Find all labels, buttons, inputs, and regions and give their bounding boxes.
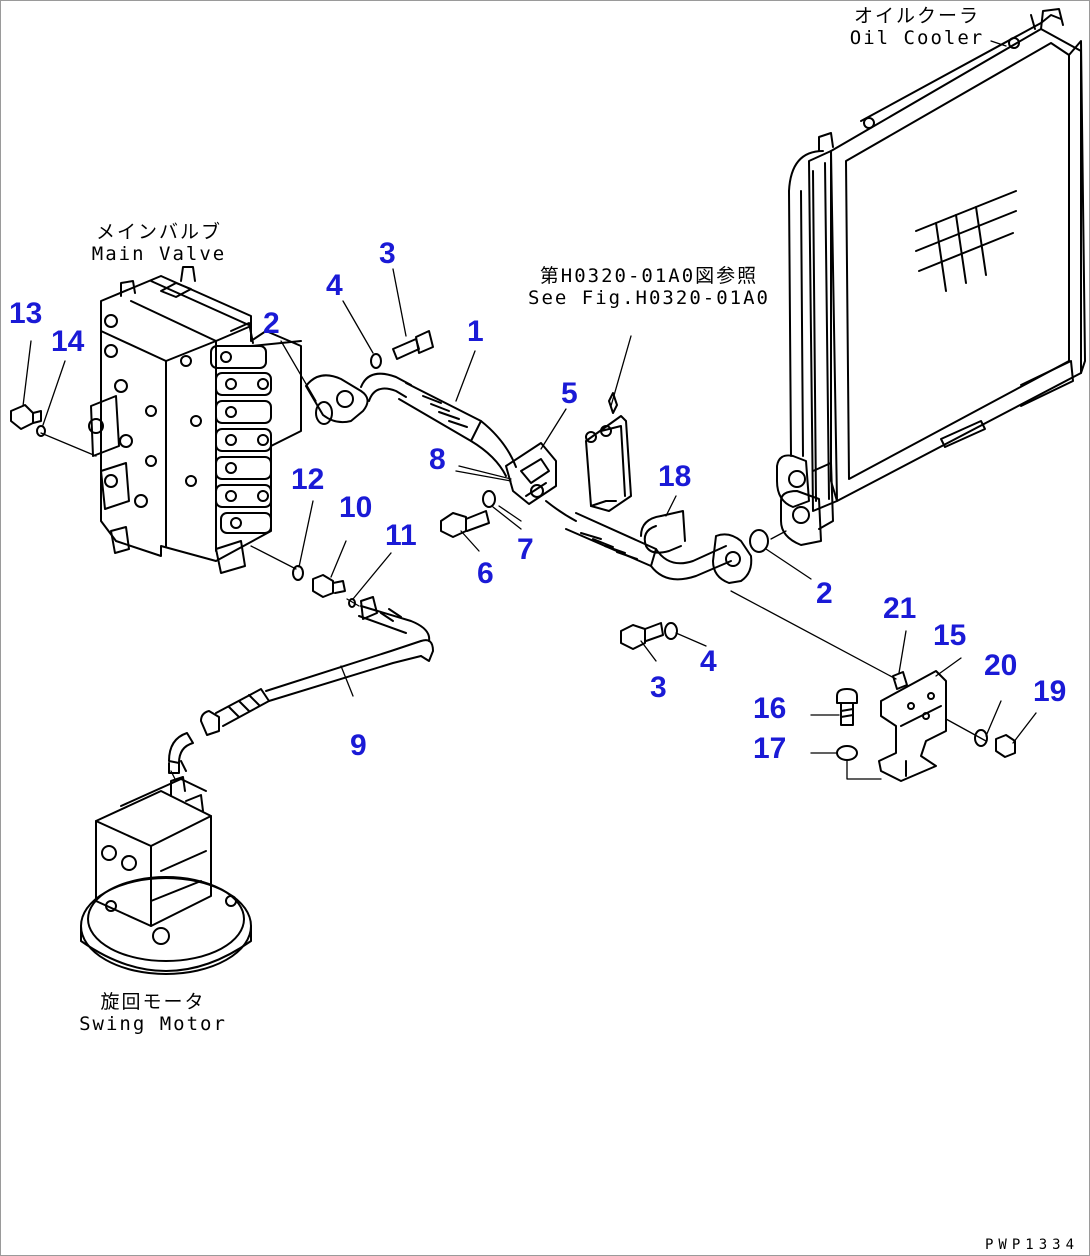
small-parts-drawing <box>10 330 1016 782</box>
callout-17: 17 <box>753 732 787 765</box>
reference-label: 第H0320-01A0図参照 See Fig.H0320-01A0 <box>528 265 770 309</box>
oil-cooler-label: オイルクーラ Oil Cooler <box>850 5 984 49</box>
main-valve-label-en: Main Valve <box>91 243 227 265</box>
reference-bracket-drawing <box>585 392 632 512</box>
swing-motor-label: 旋回モータ Swing Motor <box>79 991 227 1035</box>
swing-motor-drawing <box>80 732 252 975</box>
swing-motor-label-en: Swing Motor <box>79 1013 227 1035</box>
callout-5: 5 <box>561 377 578 410</box>
callout-20: 20 <box>984 649 1018 682</box>
callout-13: 13 <box>9 297 43 330</box>
callout-4-upper: 4 <box>326 269 343 302</box>
oil-cooler-label-jp: オイルクーラ <box>853 5 981 27</box>
reference-label-en: See Fig.H0320-01A0 <box>528 287 770 309</box>
callout-3-lower: 3 <box>650 671 667 704</box>
clamp-bracket-drawing <box>505 442 557 505</box>
oil-cooler-label-en: Oil Cooler <box>849 27 985 49</box>
callout-2-valve: 2 <box>263 307 280 340</box>
callout-3-upper: 3 <box>379 237 396 270</box>
callout-10: 10 <box>339 491 373 524</box>
drawing-code: PWP1334 <box>985 1237 1080 1253</box>
main-valve-drawing <box>88 266 302 574</box>
callout-18: 18 <box>658 460 692 493</box>
callout-19: 19 <box>1033 675 1067 708</box>
callout-16: 16 <box>753 692 787 725</box>
callout-8: 8 <box>429 443 446 476</box>
reference-label-jp: 第H0320-01A0図参照 <box>539 265 759 287</box>
callout-1: 1 <box>467 315 484 348</box>
callout-7: 7 <box>517 533 534 566</box>
callout-21: 21 <box>883 592 917 625</box>
hose-9-drawing <box>200 596 434 736</box>
callout-15: 15 <box>933 619 967 652</box>
hose-2-drawing <box>545 500 753 584</box>
callout-9: 9 <box>350 729 367 762</box>
callout-11: 11 <box>385 519 417 552</box>
main-valve-label-jp: メインバルブ <box>95 221 223 243</box>
main-valve-label: メインバルブ Main Valve <box>92 221 226 265</box>
leader-lines <box>22 40 1037 782</box>
callout-14: 14 <box>51 325 85 358</box>
callout-12: 12 <box>291 463 325 496</box>
callout-4-lower: 4 <box>700 645 717 678</box>
oil-cooler-drawing <box>776 8 1086 546</box>
callout-2-cooler: 2 <box>816 577 833 610</box>
swing-motor-label-jp: 旋回モータ <box>100 991 206 1013</box>
hose-1-drawing <box>305 372 517 477</box>
callout-6: 6 <box>477 557 494 590</box>
